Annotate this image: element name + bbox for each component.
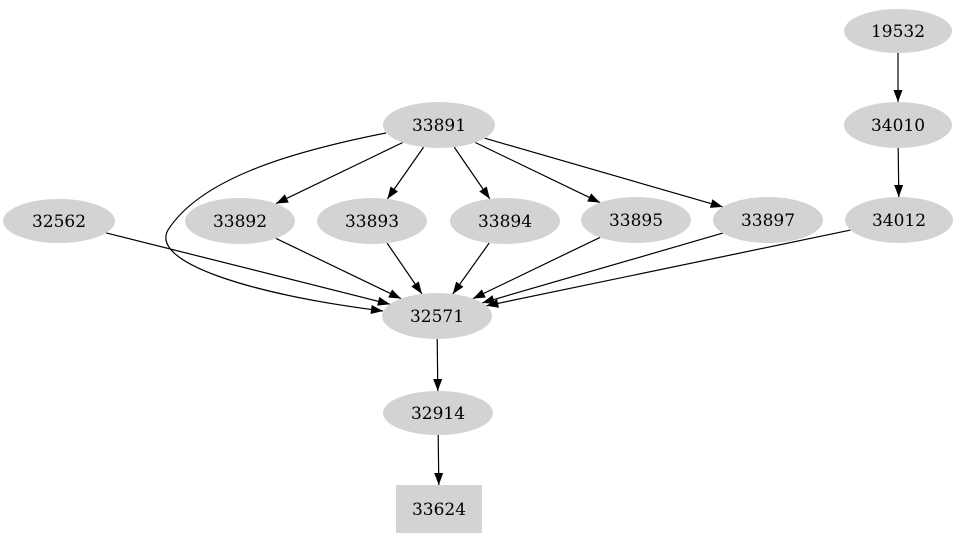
node-ellipse-shape [383, 391, 493, 435]
edge-33892-32571 [275, 237, 402, 300]
node-label: 33895 [609, 211, 663, 231]
node-label: 33892 [213, 212, 267, 232]
edge-33897-32571 [482, 232, 723, 304]
edge-33894-32571 [452, 242, 490, 295]
node-label: 33894 [478, 212, 532, 232]
node-ellipse-shape [845, 197, 953, 243]
edge-32914-33624 [434, 434, 444, 486]
node-33894: 33894 [450, 198, 560, 244]
edge-33895-32571 [472, 236, 601, 300]
edges-layer [106, 53, 904, 486]
node-label: 33897 [741, 211, 795, 231]
node-33892: 33892 [185, 198, 295, 244]
node-33893: 33893 [317, 198, 427, 244]
nodes-layer: 19532 34010 34012 33891 32562 33892 33893 33894… [3, 9, 953, 533]
edge-33891-33893 [386, 146, 425, 200]
node-label: 33891 [412, 116, 466, 136]
node-label: 34012 [872, 211, 926, 231]
edge-32562-32571 [106, 232, 391, 306]
edge-33891-33892 [275, 141, 403, 205]
node-19532: 19532 [844, 9, 952, 53]
edge-32571-32914 [433, 338, 443, 392]
node-ellipse-shape [317, 198, 427, 244]
node-label: 19532 [871, 22, 925, 42]
node-label: 32562 [32, 212, 86, 232]
node-ellipse-shape [3, 199, 115, 243]
node-ellipse-shape [844, 102, 952, 148]
node-33624: 33624 [396, 485, 482, 533]
node-label: 32914 [411, 404, 465, 424]
node-ellipse-shape [185, 198, 295, 244]
edge-33891-33895 [475, 141, 601, 204]
node-ellipse-shape [450, 198, 560, 244]
node-box-shape [396, 485, 482, 533]
node-label: 33624 [412, 500, 466, 520]
node-33897: 33897 [713, 197, 823, 243]
node-label: 33893 [345, 212, 399, 232]
edge-33893-32571 [386, 242, 423, 295]
edge-34010-34012 [894, 147, 904, 198]
edge-34012-32571 [486, 229, 851, 308]
node-32571: 32571 [382, 293, 492, 339]
node-34012: 34012 [845, 197, 953, 243]
node-34010: 34010 [844, 102, 952, 148]
node-ellipse-shape [382, 293, 492, 339]
node-32562: 32562 [3, 199, 115, 243]
edge-33891-32571 [165, 132, 387, 314]
node-33891: 33891 [383, 102, 495, 148]
node-label: 32571 [410, 307, 464, 327]
edge-33891-33894 [453, 146, 491, 200]
node-ellipse-shape [713, 197, 823, 243]
node-ellipse-shape [581, 197, 691, 243]
node-label: 34010 [871, 116, 925, 136]
node-33895: 33895 [581, 197, 691, 243]
node-32914: 32914 [383, 391, 493, 435]
node-ellipse-shape [844, 9, 952, 53]
node-ellipse-shape [383, 102, 495, 148]
edge-33891-33897 [484, 137, 723, 208]
